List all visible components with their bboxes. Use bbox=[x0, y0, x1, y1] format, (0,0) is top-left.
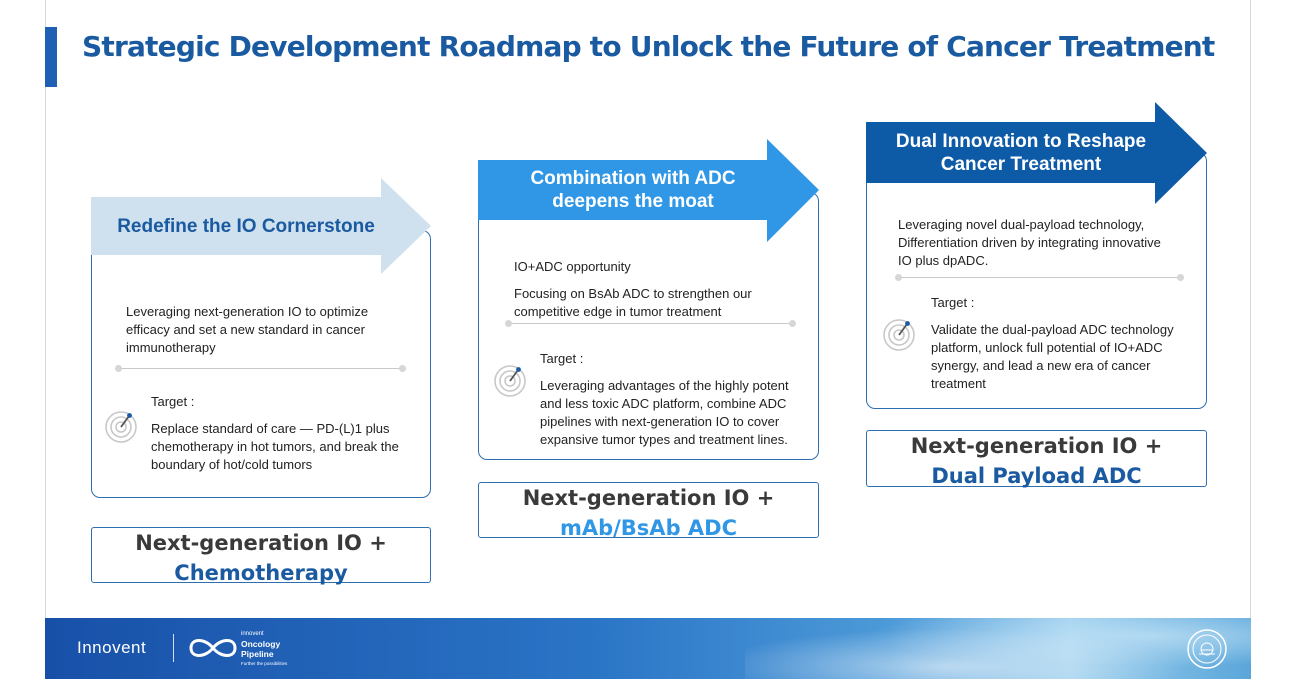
target-icon bbox=[883, 319, 915, 351]
stage-2-heading-line2: deepens the moat bbox=[552, 191, 714, 212]
stage-3-bottom-line1: Next-generation IO + bbox=[910, 434, 1163, 458]
stage-3-heading-line1: Dual Innovation to Reshape bbox=[895, 130, 1147, 152]
stage-3-heading-line2: Cancer Treatment bbox=[940, 153, 1102, 175]
stage-3-arrow-shape bbox=[866, 102, 1207, 204]
pipeline-tagline: Further the possibilities bbox=[241, 661, 288, 666]
stage-1-bottom-box: Next-generation IO + Chemotherapy bbox=[91, 527, 431, 585]
stage-3-arrow: Dual Innovation to Reshape Cancer Treatm… bbox=[866, 102, 1207, 204]
infinity-logo-icon bbox=[189, 639, 237, 657]
footer-banner: Innovent innovent Oncology Pipeline Furt… bbox=[45, 618, 1251, 679]
stage-2-bottom-box: Next-generation IO + mAb/BsAb ADC bbox=[478, 482, 819, 540]
stage-2-arrow: Combination with ADC deepens the moat bbox=[478, 139, 819, 242]
stage-1-heading: Redefine the IO Cornerstone bbox=[117, 215, 375, 237]
stage-3-description: Leveraging novel dual-payload technology… bbox=[898, 217, 1161, 268]
stage-1-arrow-shape bbox=[91, 178, 431, 274]
stage-2-target-text: Leveraging advantages of the highly pote… bbox=[540, 378, 789, 447]
stage-2-description: Focusing on BsAb ADC to strengthen our c… bbox=[514, 286, 752, 319]
stage-3-heading: Dual Innovation to Reshape Cancer Treatm… bbox=[866, 122, 1176, 183]
stage-1-card bbox=[91, 230, 431, 498]
pipeline-small: innovent bbox=[241, 631, 264, 637]
stage-1-bottom-line1: Next-generation IO + bbox=[135, 531, 387, 555]
page-title: Strategic Development Roadmap to Unlock … bbox=[82, 30, 1215, 63]
stage-3-target-label: Target : bbox=[931, 295, 975, 310]
footer-wave-image bbox=[745, 618, 1251, 679]
stage-2-card bbox=[478, 192, 819, 460]
stage-1-bottom-line2: Chemotherapy bbox=[174, 561, 348, 585]
stage-3-bottom-box: Next-generation IO + Dual Payload ADC bbox=[866, 430, 1207, 488]
stage-2-sub-label: IO+ADC opportunity bbox=[514, 259, 631, 274]
stage-3-bottom-line2: Dual Payload ADC bbox=[931, 464, 1142, 488]
stage-1-arrow: Redefine the IO Cornerstone bbox=[91, 178, 431, 274]
stage-3-target-text: Validate the dual-payload ADC technology… bbox=[931, 322, 1174, 391]
pipeline-line1: Oncology bbox=[241, 639, 281, 649]
brand-separator bbox=[173, 634, 174, 662]
stage-1-description: Leveraging next-generation IO to optimiz… bbox=[126, 304, 369, 355]
stage-2-bottom-line2: mAb/BsAb ADC bbox=[559, 516, 738, 540]
stage-1-divider bbox=[115, 365, 406, 372]
stage-2-heading: Combination with ADC deepens the moat bbox=[478, 160, 788, 220]
seal-icon bbox=[1187, 629, 1227, 669]
pipeline-logo-text: innovent Oncology Pipeline Further the p… bbox=[241, 630, 287, 668]
stage-2-target-label: Target : bbox=[540, 351, 584, 366]
stage-1-target-label: Target : bbox=[151, 394, 195, 409]
target-icon bbox=[494, 365, 526, 397]
target-icon bbox=[105, 411, 137, 443]
stage-1-target-text: Replace standard of care — PD-(L)1 plus … bbox=[151, 421, 399, 472]
pipeline-line2: Pipeline bbox=[241, 649, 274, 659]
stage-2-heading-line1: Combination with ADC bbox=[530, 168, 736, 189]
stage-2-arrow-shape bbox=[478, 139, 819, 242]
stage-2-divider bbox=[505, 320, 796, 327]
stage-2-bottom-line1: Next-generation IO + bbox=[522, 486, 775, 510]
brand-logo: Innovent bbox=[77, 638, 147, 657]
stage-3-divider bbox=[895, 274, 1184, 281]
title-accent-bar bbox=[45, 27, 57, 87]
